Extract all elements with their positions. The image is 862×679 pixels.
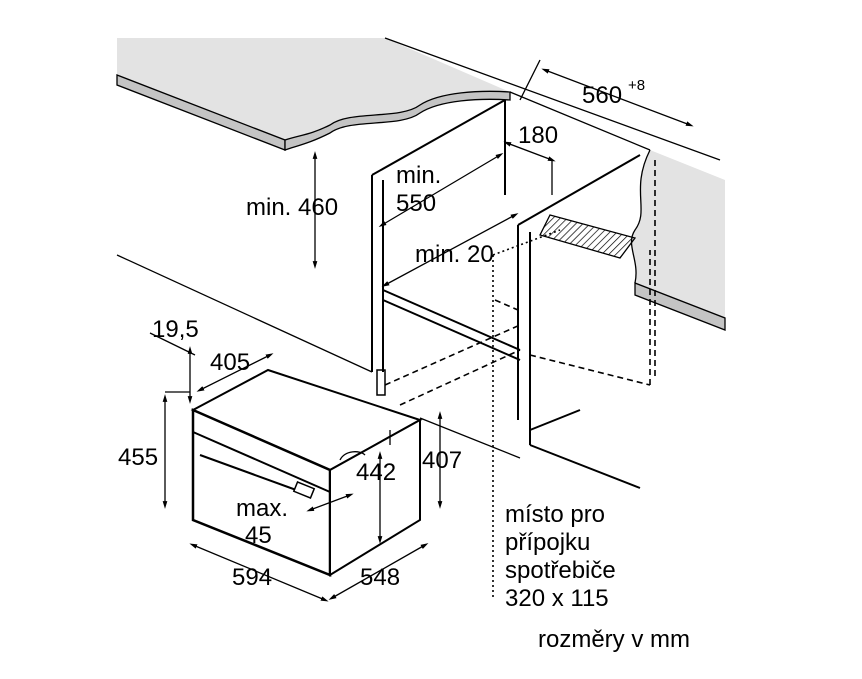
connection-text-line2: přípojku: [505, 529, 590, 556]
label-548: 548: [360, 564, 400, 591]
left-worktop: [116, 38, 511, 151]
label-180: 180: [518, 122, 558, 149]
connection-text-line4: 320 x 115: [505, 585, 609, 612]
label-depth-560: 560: [582, 82, 622, 109]
label-depth-tolerance: +8: [628, 77, 645, 94]
label-min-550-prefix: min.: [396, 162, 441, 189]
dimensions: [162, 59, 694, 602]
label-min-20: min. 20: [415, 241, 494, 268]
label-407: 407: [422, 447, 462, 474]
label-min-550-value: 550: [396, 190, 436, 217]
label-max-prefix: max.: [236, 495, 288, 522]
label-594: 594: [232, 564, 272, 591]
connection-text-line1: místo pro: [505, 501, 605, 528]
units-note: rozměry v mm: [538, 626, 690, 653]
label-max-value: 45: [245, 522, 272, 549]
right-worktop: [630, 149, 726, 331]
dimension-labels: 560 +8 180 min. 460 min. 550 min. 20 19,…: [118, 77, 690, 653]
connection-text-line3: spotřebiče: [505, 557, 616, 584]
label-442: 442: [356, 459, 396, 486]
label-455: 455: [118, 444, 158, 471]
label-405: 405: [210, 349, 250, 376]
label-19-5: 19,5: [152, 316, 199, 343]
label-min-460: min. 460: [246, 194, 338, 221]
